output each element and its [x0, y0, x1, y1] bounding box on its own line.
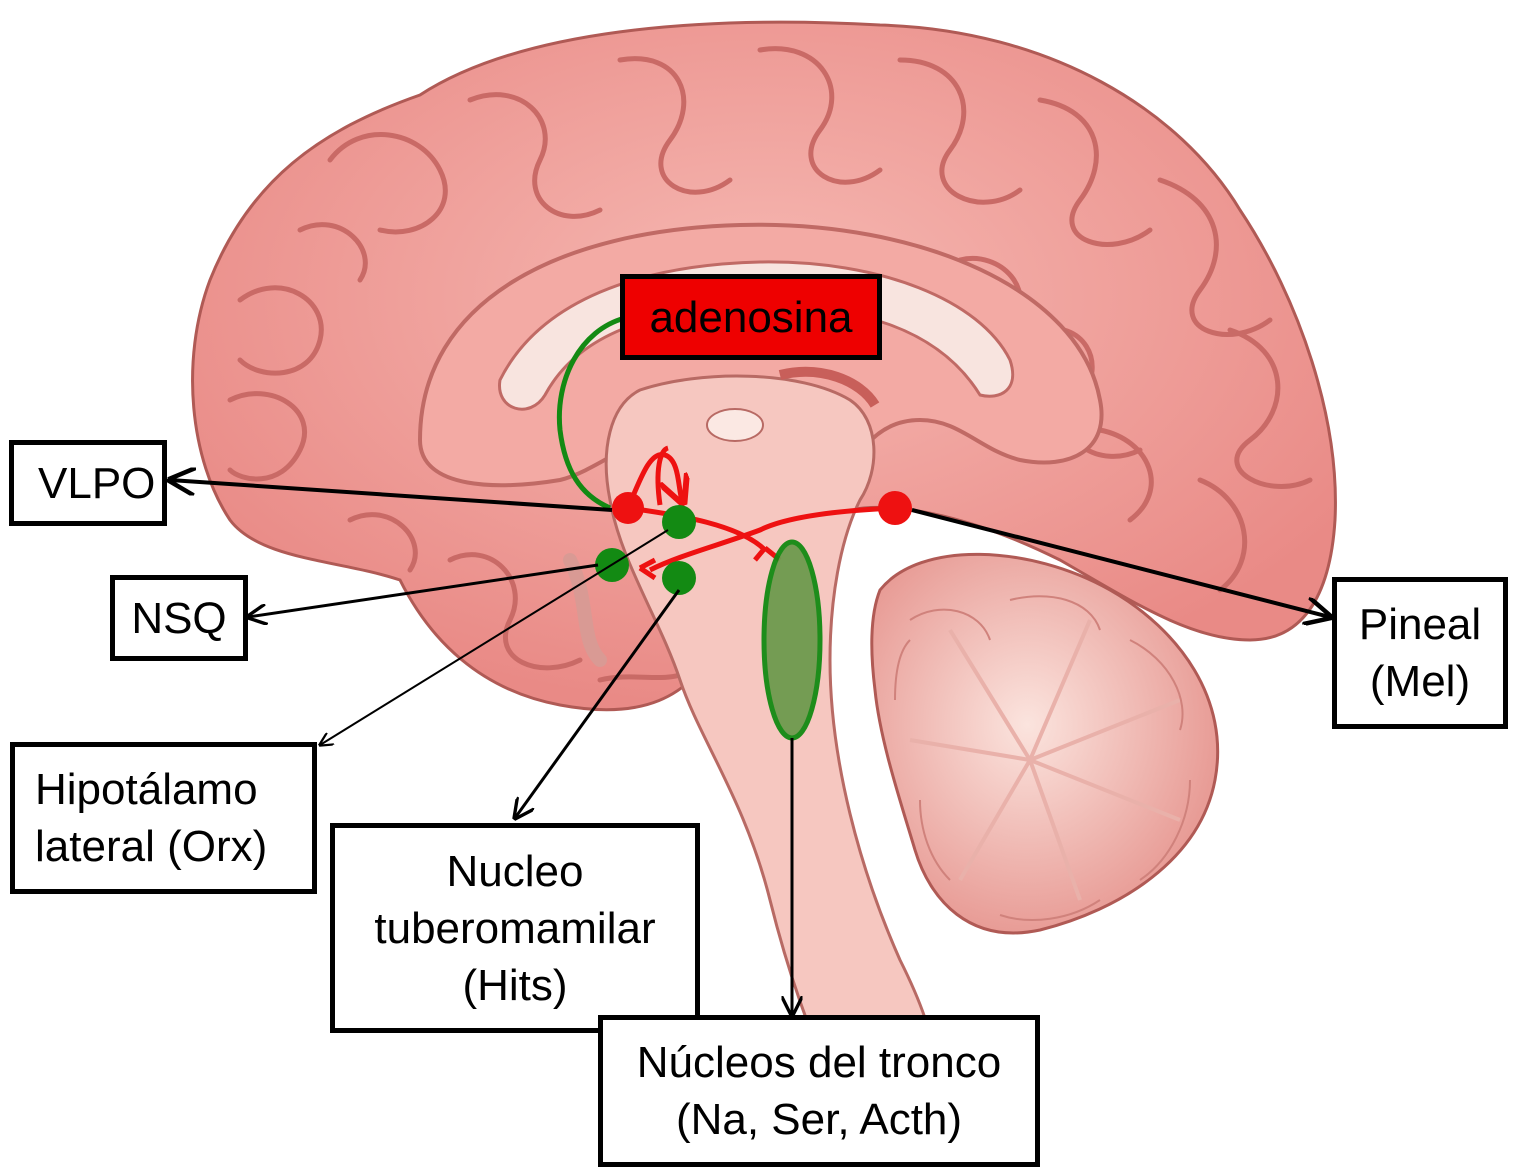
hipotalamo-text-2: lateral (Orx)	[35, 822, 268, 871]
pineal-text-2: (Mel)	[1369, 657, 1471, 706]
nsq-text: NSQ	[131, 593, 227, 643]
brainstem-nuclei-oval	[761, 539, 823, 741]
tronco-label: Núcleos del tronco (Na, Ser, Acth)	[598, 1015, 1040, 1167]
inhibitory-pathways	[625, 445, 896, 581]
vlpo-nucleus	[612, 492, 644, 524]
tronco-text-2: (Na, Ser, Acth)	[675, 1095, 963, 1144]
tronco-text-1: Núcleos del tronco	[636, 1038, 1002, 1087]
pineal-nucleus	[878, 491, 912, 525]
tuberomamilar-label: Nucleo tuberomamilar (Hits)	[330, 823, 700, 1033]
adenosina-to-vlpo-path	[556, 315, 626, 511]
pineal-text-1: Pineal	[1358, 600, 1482, 649]
tuberomamilar-nucleus-upper	[662, 505, 696, 539]
tuberomamilar-text-2: tuberomamilar	[374, 903, 656, 953]
nsq-arrow	[248, 563, 599, 617]
tuberomamilar-arrow	[515, 589, 681, 818]
hipotalamo-label: Hipotálamo lateral (Orx)	[10, 742, 317, 894]
pineal-arrow	[911, 508, 1330, 617]
vlpo-label: VLPO	[9, 440, 167, 526]
cerebral-cortex	[191, 20, 1337, 712]
tuberomamilar-text-1: Nucleo	[446, 846, 584, 896]
adenosina-label: adenosina	[620, 274, 882, 360]
vlpo-arrow	[170, 480, 613, 512]
hipotalamo-text-1: Hipotálamo	[35, 765, 258, 814]
nsq-label: NSQ	[110, 575, 248, 661]
connector-arrows	[170, 480, 1330, 1015]
pineal-label: Pineal (Mel)	[1332, 577, 1508, 729]
vlpo-text: VLPO	[38, 458, 156, 508]
tuberomamilar-text-3: (Hits)	[462, 960, 568, 1010]
hipotalamo-arrow	[320, 529, 669, 745]
adenosina-text: adenosina	[649, 292, 853, 342]
tuberomamilar-nucleus-lower	[662, 561, 696, 595]
cerebellum	[870, 552, 1220, 935]
